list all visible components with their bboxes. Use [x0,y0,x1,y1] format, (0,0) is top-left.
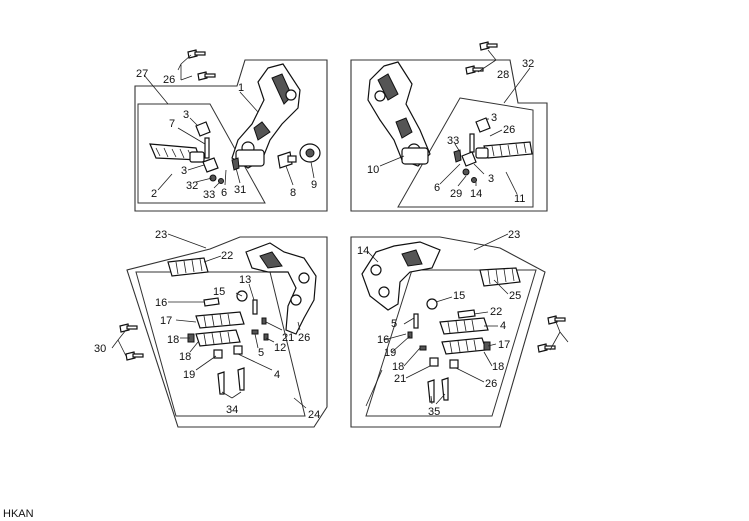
rubber-bushing-9 [299,143,321,163]
rear-footrest-bracket-right [361,241,441,311]
callout-17: 18 [492,361,504,373]
callout-8: 8 [290,187,296,199]
callout-25: 4 [500,320,506,332]
rear-foot-peg-right [479,267,521,287]
callout-18: 21 [394,373,406,385]
rear-footrest-bracket-left [245,242,317,335]
callout-3: 3 [491,112,497,124]
diagram-code: HKAN [3,508,34,520]
assembly-frame-30 [350,236,546,428]
callout-30: 23 [508,229,520,241]
callout-33: 33 [203,189,215,201]
callout-32: 32 [186,180,198,192]
rear-foot-peg-right-top [475,141,533,159]
callout-14: 22 [221,250,233,262]
passenger-peg-17 [195,329,241,347]
callout-5: 19 [384,347,396,359]
callout-24: 14 [357,245,369,257]
callout-18: 26 [485,378,497,390]
assembly-frame-28 [350,59,548,212]
callout-26: 26 [163,74,175,86]
rear-small-hardware-right [407,298,491,403]
callout-4: 16 [377,334,389,346]
callout-9: 9 [311,179,317,191]
assembly-frame-29 [126,236,328,428]
callout-11: 11 [514,193,525,205]
passenger-peg-25 [439,317,489,335]
callout-17: 18 [179,351,191,363]
callout-31: 33 [447,135,459,147]
rear-foot-peg-left [167,257,209,277]
front-footrest-bracket-right [367,61,431,167]
callout-7: 26 [503,124,515,136]
callout-16: 18 [167,334,179,346]
callout-14: 25 [509,290,521,302]
panel-rear-left-footrest: 23 22 15 13 16 17 18 18 19 4 5 12 21 26 … [94,229,328,428]
callout-13: 17 [160,315,172,327]
passenger-peg-17-right [441,337,487,355]
callout-3: 3 [488,173,494,185]
mounting-bolts-26-b [465,41,498,75]
callout-2: 2 [151,188,157,200]
callout-34: 24 [308,409,320,421]
callout-3: 3 [183,109,189,121]
callout-22: 5 [391,318,397,330]
callout-26: 30 [94,343,106,355]
callout-21: 34 [226,404,238,416]
callout-6: 6 [434,182,440,194]
panel-front-left-footrest: 27 26 1 3 7 3 32 2 33 6 31 8 9 [134,49,328,212]
mounting-bolts-26-d [537,315,566,353]
callout-5: 21 [282,332,294,344]
callout-18: 19 [183,369,195,381]
mounting-bolts-26-c [119,323,144,361]
front-foot-peg-left [149,143,205,163]
sub-assembly-frame-2 [137,103,266,204]
callout-19: 18 [392,361,404,373]
callout-33: 14 [470,188,482,200]
assembly-frame-27 [134,59,328,212]
callout-26: 28 [497,69,509,81]
callout-6: 6 [221,187,227,199]
callout-1: 1 [238,82,244,94]
callout-23: 15 [213,286,225,298]
callout-23: 15 [453,290,465,302]
panel-rear-right-footrest: 23 14 15 25 22 4 5 16 19 17 18 18 21 26 … [350,229,569,428]
callout-7: 7 [169,118,175,130]
panel-front-right-footrest: 32 28 3 26 33 10 3 6 29 14 11 [350,41,548,212]
peg-pivot-hardware-left [195,121,240,184]
passenger-peg-13 [195,311,245,329]
callout-15: 16 [155,297,167,309]
callout-16: 17 [498,339,510,351]
callout-12: 26 [298,332,310,344]
callout-29: 23 [155,229,167,241]
sub-assembly-frame-11 [397,97,534,208]
callout-3: 3 [181,165,187,177]
callout-4: 12 [274,342,286,354]
callout-21: 35 [428,406,440,418]
callout-10: 10 [367,164,379,176]
callout-32: 29 [450,188,462,200]
callout-28: 32 [522,58,534,70]
callout-15: 22 [490,306,502,318]
mounting-bolt-8 [277,151,297,169]
sub-assembly-frame-34 [135,271,306,417]
callout-22: 13 [239,274,251,286]
callout-27: 27 [136,68,148,80]
mounting-bolts-26-a [187,49,216,81]
callout-19: 5 [258,347,264,359]
callout-31: 31 [234,184,246,196]
callout-18: 4 [274,369,280,381]
front-footrest-bracket-left [231,63,301,169]
peg-pivot-hardware-right [453,117,491,183]
